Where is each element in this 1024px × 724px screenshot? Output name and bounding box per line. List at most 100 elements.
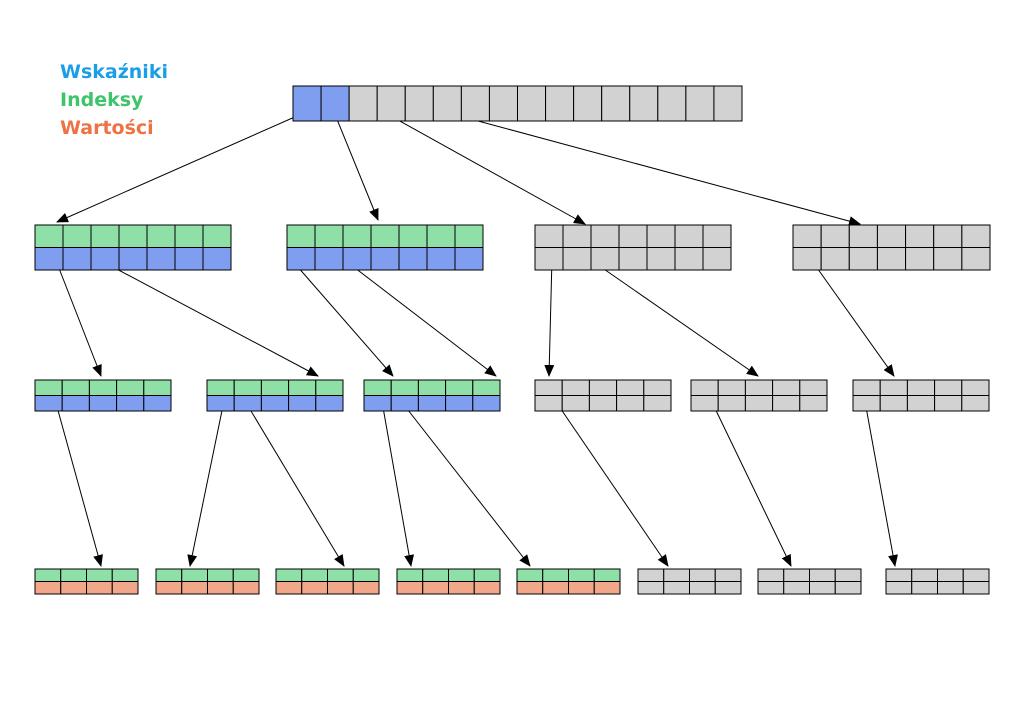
pointer-cell	[879, 395, 908, 412]
index-cell	[396, 568, 424, 582]
index-cell	[534, 224, 564, 248]
index-cell	[937, 568, 964, 582]
pointer-cell	[852, 395, 881, 412]
index-cell	[885, 568, 913, 582]
pointer-cell	[426, 247, 456, 271]
pointer-arrow	[187, 395, 226, 567]
index-cell	[207, 568, 234, 582]
index-cell	[643, 379, 672, 396]
pointer-cell	[118, 247, 148, 271]
pointer-cell	[116, 395, 145, 412]
index-cell	[961, 379, 990, 396]
pointer-cell	[876, 247, 907, 271]
index-cell	[390, 379, 419, 396]
pointer-cell	[663, 581, 690, 595]
pointer-cell	[961, 247, 991, 271]
pointer-cell	[834, 581, 862, 595]
pointer-arrow	[341, 257, 497, 377]
level2-node	[534, 379, 672, 412]
root-empty-cell	[404, 85, 434, 122]
root-empty-cell	[460, 85, 490, 122]
value-cell	[516, 581, 544, 595]
edges	[53, 99, 898, 567]
index-cell	[876, 224, 907, 248]
root-empty-cell	[432, 85, 462, 122]
value-cell	[542, 581, 569, 595]
index-cell	[717, 379, 746, 396]
root-pointer-cell	[320, 85, 350, 122]
index-cell	[62, 224, 92, 248]
legend: Wskaźniki Indeksy Wartości	[60, 58, 168, 142]
pointer-cell	[34, 247, 64, 271]
index-cell	[593, 568, 621, 582]
pointer-cell	[702, 247, 732, 271]
pointer-arrow	[333, 111, 379, 221]
index-cell	[448, 568, 475, 582]
index-cell	[327, 568, 354, 582]
pointer-cell	[783, 581, 810, 595]
value-cell	[60, 581, 87, 595]
index-cell	[233, 379, 262, 396]
pointer-cell	[911, 581, 938, 595]
value-cell	[301, 581, 328, 595]
pointer-cell	[905, 247, 935, 271]
level1-node	[792, 224, 991, 271]
pointer-cell	[961, 395, 990, 412]
index-cell	[472, 379, 501, 396]
index-cell	[143, 379, 172, 396]
leaf-node	[155, 568, 260, 595]
index-cell	[155, 568, 183, 582]
pointer-cell	[370, 247, 400, 271]
index-cell	[637, 568, 665, 582]
root-empty-cell	[376, 85, 406, 122]
root-empty-cell	[573, 85, 603, 122]
level1-node	[34, 224, 232, 271]
index-cell	[561, 379, 590, 396]
value-cell	[448, 581, 475, 595]
pointer-cell	[637, 581, 665, 595]
pointer-cell	[674, 247, 704, 271]
pointer-arrow	[380, 395, 415, 567]
pointer-cell	[286, 247, 316, 271]
pointer-cell	[820, 247, 850, 271]
pointer-arrow	[414, 103, 861, 226]
pointer-arrow	[54, 257, 102, 377]
index-cell	[174, 224, 204, 248]
pointer-cell	[62, 247, 92, 271]
pointer-cell	[962, 581, 990, 595]
pointer-cell	[390, 395, 419, 412]
index-cell	[646, 224, 676, 248]
level2-node	[852, 379, 990, 412]
root-empty-cell	[657, 85, 687, 122]
pointer-cell	[588, 395, 618, 412]
pointer-cell	[714, 581, 742, 595]
value-cell	[86, 581, 113, 595]
index-cell	[588, 379, 618, 396]
index-cell	[286, 224, 316, 248]
pointer-arrow	[396, 395, 531, 567]
pointer-arrow	[241, 395, 345, 567]
pointer-cell	[146, 247, 176, 271]
index-cell	[542, 568, 569, 582]
level2-node	[34, 379, 172, 412]
pointer-cell	[363, 395, 392, 412]
index-cell	[809, 568, 836, 582]
root-empty-cell	[601, 85, 631, 122]
index-cell	[905, 224, 935, 248]
pointer-cell	[398, 247, 428, 271]
pointer-cell	[690, 395, 719, 412]
index-cell	[879, 379, 908, 396]
root-empty-cell	[488, 85, 518, 122]
index-cell	[315, 379, 344, 396]
index-cell	[363, 379, 392, 396]
pointer-cell	[689, 581, 716, 595]
pointer-arrow	[551, 395, 669, 567]
value-cell	[111, 581, 139, 595]
legend-pointers: Wskaźniki	[60, 61, 168, 83]
index-cell	[689, 568, 716, 582]
pointer-arrow	[587, 257, 759, 377]
index-cell	[301, 568, 328, 582]
root-pointer-cell	[292, 85, 322, 122]
index-cell	[516, 568, 544, 582]
index-cell	[674, 224, 704, 248]
